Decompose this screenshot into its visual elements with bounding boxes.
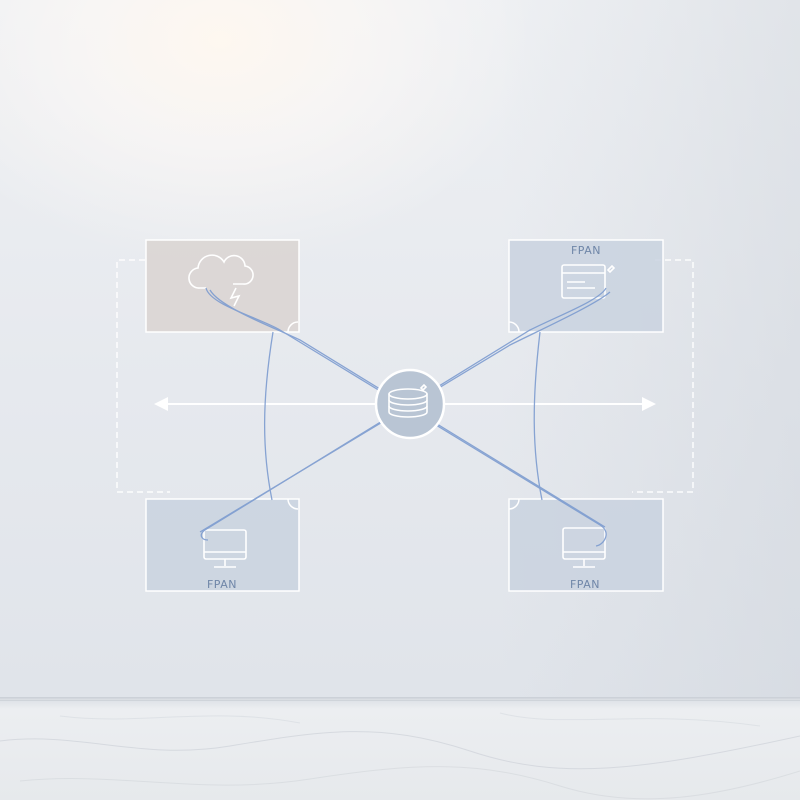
node-window-label: FPAN [571,244,601,257]
marble-veins [0,712,800,800]
node-pc-right-label: FPAN [570,578,600,591]
node-pc-left-label: FPAN [207,578,237,591]
node-pc-left[interactable]: FPAN [145,498,300,592]
edge-window-pc-right [533,331,543,501]
edge-cloud-pc-right [205,287,607,547]
monitor-icon [203,529,247,568]
node-window[interactable]: FPAN [508,239,664,333]
database-icon [388,383,428,418]
right-dashed-bracket [632,259,694,493]
edge-window-pc-left [200,287,607,541]
countertop-edge [0,697,800,701]
browser-window-icon [561,264,616,299]
cloud-icon [188,254,254,307]
node-pc-right[interactable]: FPAN [508,498,664,592]
edge-window-pc-left-2 [199,291,611,533]
node-hub[interactable] [374,368,446,440]
edge-cloud-pc-right-2 [209,289,606,528]
background-wall [0,0,800,700]
edge-cloud-pc-left [263,331,274,501]
marble-countertop [0,700,800,800]
monitor-icon [562,527,606,568]
left-dashed-bracket [116,259,170,493]
connection-lines [199,287,611,547]
node-cloud[interactable] [145,239,300,333]
